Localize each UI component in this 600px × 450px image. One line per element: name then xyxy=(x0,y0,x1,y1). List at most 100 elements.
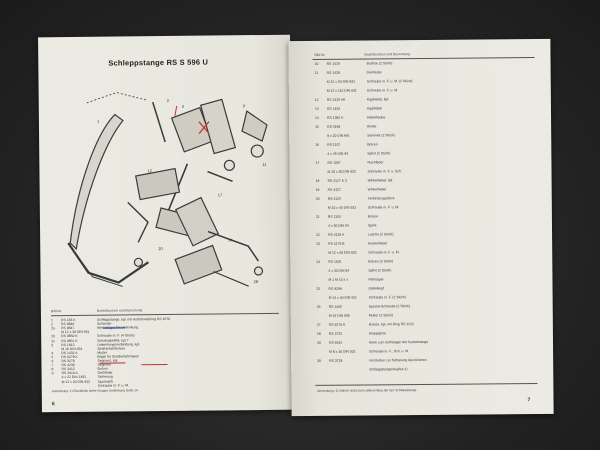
part-desc: Schraube m. F. (2 Stück) xyxy=(368,295,406,300)
svg-text:1: 1 xyxy=(97,119,100,124)
part-no: RS 1429 xyxy=(326,61,340,66)
part-desc: Bolzen (2 Stück) xyxy=(368,259,394,264)
part-pos: 28 xyxy=(316,331,321,336)
part-desc: Bolzen xyxy=(367,214,379,219)
part-desc: Flachfeder xyxy=(367,160,384,165)
part-no: RS 4127 xyxy=(327,187,341,192)
part-no: 4 x 30 DIN 94 xyxy=(327,223,349,228)
part-desc: Klinke xyxy=(367,124,377,129)
part-no: RS 9135 xyxy=(328,340,343,345)
part-no: M 10 x 30 DIN 933 xyxy=(327,169,356,174)
part-no: M 12 x 115 DIN 931 xyxy=(326,88,357,93)
part-desc: Bolzen xyxy=(367,142,378,147)
svg-text:2: 2 xyxy=(167,98,170,103)
divider xyxy=(312,57,535,60)
part-pos: 26 xyxy=(316,304,321,309)
part-desc: Schraube m. F. u. Sch. xyxy=(367,169,402,174)
part-no: M 14 x 40 DIN 931 xyxy=(328,295,357,300)
part-desc: Schraube m. F. u. M. xyxy=(366,88,399,93)
part-pos: 20 xyxy=(315,196,320,201)
svg-text:9: 9 xyxy=(243,103,246,108)
part-no: RS 4127 K 3 xyxy=(327,178,347,183)
part-pos: 11 xyxy=(314,70,319,75)
part-no: RS 4125 xyxy=(327,196,341,201)
part-no: RS 1428 xyxy=(326,70,340,75)
part-desc: Hebelhaube xyxy=(367,115,386,120)
part-desc: Mutter (2 Stück) xyxy=(368,313,393,318)
parts-row: M 10 x 30 DIN 933 Schraube m. F. u. Sch. xyxy=(316,169,540,174)
svg-text:3: 3 xyxy=(182,104,185,109)
svg-text:20: 20 xyxy=(158,246,163,251)
part-desc: Fettnippel xyxy=(368,277,384,282)
part-pos: 13 xyxy=(314,106,319,111)
part-no: RS 1426 xyxy=(326,106,341,111)
footnote: Anmerkung: 1) Gehört nicht zum Lieferumf… xyxy=(317,388,418,393)
svg-text:17: 17 xyxy=(218,192,223,197)
part-no: RS 3725 xyxy=(328,331,343,336)
part-desc: Splint (2 Stück) xyxy=(368,268,392,273)
parts-row: Schleppstangenkopfes 1) xyxy=(317,367,541,372)
page-number: 6 xyxy=(51,401,55,408)
part-no: RS 3199 xyxy=(327,124,341,129)
part-pos: 30 xyxy=(317,358,321,363)
part-desc: Schraube m. F. u. M. xyxy=(97,382,129,388)
part-no: M 8 x 30 DIN 931 xyxy=(329,349,356,354)
svg-text:11: 11 xyxy=(262,162,267,167)
part-no: RS 1426 AK xyxy=(326,97,346,102)
part-no: RS 1445 xyxy=(328,304,342,309)
part-desc: Bolzen, kpl. mit Ring RS 1222 xyxy=(368,322,414,327)
pen-mark-blue xyxy=(103,327,126,329)
svg-text:12: 12 xyxy=(147,168,152,173)
part-pos: 29 xyxy=(316,340,321,345)
part-desc: Vorstecker zur Sicherung des hinteren xyxy=(369,357,427,363)
parts-row: M 12 x 115 DIN 931 Schraube m. F. u. M. xyxy=(315,88,539,93)
part-no: RS 9299 xyxy=(328,286,342,291)
part-pos: 27 xyxy=(316,322,321,327)
part-desc: Schraube m. F. u. M. xyxy=(367,205,400,210)
part-desc: Buchse (2 Stück) xyxy=(366,61,393,66)
part-desc: Schleppstangenkopfes 1) xyxy=(369,367,408,372)
part-no: 4 x 30 DIN 94 xyxy=(328,268,350,273)
part-pos: 22 xyxy=(316,232,320,237)
part-desc: Senkniet (2 Stück) xyxy=(367,133,395,138)
part-desc: Lasche (2 Stück) xyxy=(368,232,394,237)
part-pos: 14 xyxy=(315,115,319,120)
part-pos: 19 xyxy=(315,187,320,192)
part-no: M 12 x 50 DIN 931 xyxy=(326,79,356,84)
part-pos: 3 xyxy=(51,342,54,347)
part-desc: Splint (2 Stück) xyxy=(367,151,391,156)
part-pos: 25 xyxy=(316,286,321,291)
part-no: M 12 x 20 DIN 933 xyxy=(61,379,90,384)
parts-row: M 14 x 40 DIN 931 Schraube m. F. (2 Stück… xyxy=(317,295,541,300)
page-number: 7 xyxy=(527,397,531,404)
part-no: RS 1105 xyxy=(328,259,342,264)
part-pos: 18 xyxy=(315,178,320,183)
part-no: 4 x 45 DIN 94 xyxy=(327,151,349,156)
divider xyxy=(315,382,538,386)
part-pos: 17 xyxy=(315,160,320,165)
